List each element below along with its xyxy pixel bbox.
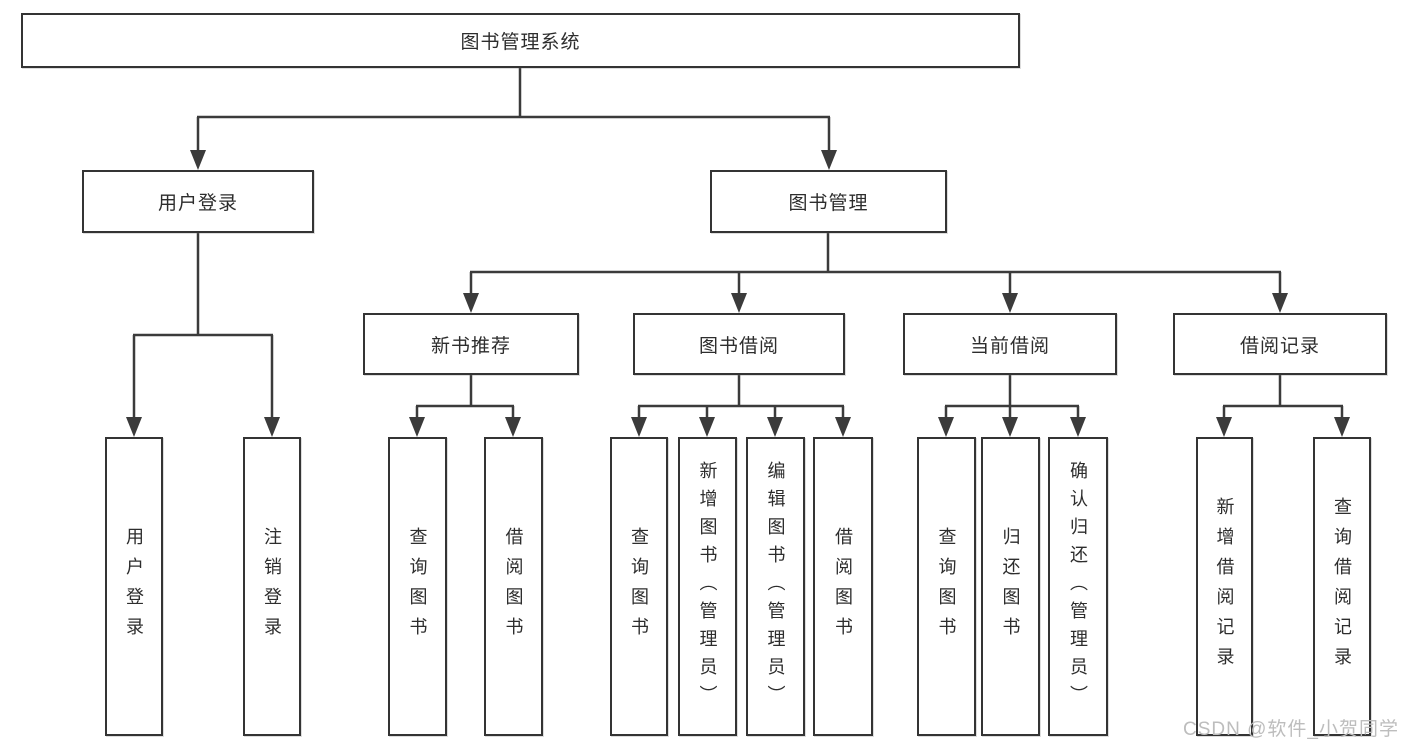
node-user-login: 用户登录 — [82, 170, 314, 233]
node-new-book-recommendation: 新书推荐 — [363, 313, 579, 375]
watermark: CSDN @软件_小贺同学 — [1183, 719, 1399, 740]
arrowhead — [264, 417, 280, 437]
leaf-borrow-books-recommend: 借阅图书 — [484, 437, 543, 736]
arrowhead — [938, 417, 954, 437]
leaf-query-borrow-record: 查询借阅记录 — [1313, 437, 1371, 736]
node-library-management-system: 图书管理系统 — [21, 13, 1020, 68]
leaf-add-borrow-record: 新增借阅记录 — [1196, 437, 1253, 736]
arrowhead — [699, 417, 715, 437]
arrowhead — [821, 150, 837, 170]
connector-current-borrow-to-leaves — [944, 375, 1080, 419]
node-current-borrowing: 当前借阅 — [903, 313, 1117, 375]
connector-borrow-records-to-leaves — [1222, 375, 1344, 419]
arrowhead — [505, 417, 521, 437]
arrowhead — [190, 150, 206, 170]
arrowhead — [1216, 417, 1232, 437]
arrowheads — [126, 150, 1350, 437]
leaf-query-books-current: 查询图书 — [917, 437, 976, 736]
arrowhead — [631, 417, 647, 437]
leaf-add-book-admin: 新增图书（管理员） — [678, 437, 737, 736]
connector-user-login-to-leaves — [132, 233, 274, 419]
leaf-user-login: 用户登录 — [105, 437, 163, 736]
arrowhead — [409, 417, 425, 437]
arrowhead — [126, 417, 142, 437]
connector-root-to-level2 — [196, 68, 831, 152]
arrowhead — [1002, 417, 1018, 437]
arrowhead — [767, 417, 783, 437]
arrowhead — [1272, 293, 1288, 313]
arrowhead — [731, 293, 747, 313]
leaf-query-books-recommend: 查询图书 — [388, 437, 447, 736]
leaf-query-books-borrow: 查询图书 — [610, 437, 668, 736]
connector-book-mgmt-to-level3 — [469, 233, 1282, 295]
leaf-logout: 注销登录 — [243, 437, 301, 736]
node-book-management: 图书管理 — [710, 170, 947, 233]
connector-new-book-rec-to-leaves — [415, 375, 515, 419]
arrowhead — [1070, 417, 1086, 437]
arrowhead — [1002, 293, 1018, 313]
connector-book-borrow-to-leaves — [637, 375, 845, 419]
arrowhead — [463, 293, 479, 313]
leaf-return-books: 归还图书 — [981, 437, 1040, 736]
arrowhead — [1334, 417, 1350, 437]
node-borrowing-records: 借阅记录 — [1173, 313, 1387, 375]
leaf-confirm-return-admin: 确认归还（管理员） — [1048, 437, 1108, 736]
node-book-borrowing: 图书借阅 — [633, 313, 845, 375]
leaf-borrow-books: 借阅图书 — [813, 437, 873, 736]
leaf-edit-book-admin: 编辑图书（管理员） — [746, 437, 805, 736]
arrowhead — [835, 417, 851, 437]
